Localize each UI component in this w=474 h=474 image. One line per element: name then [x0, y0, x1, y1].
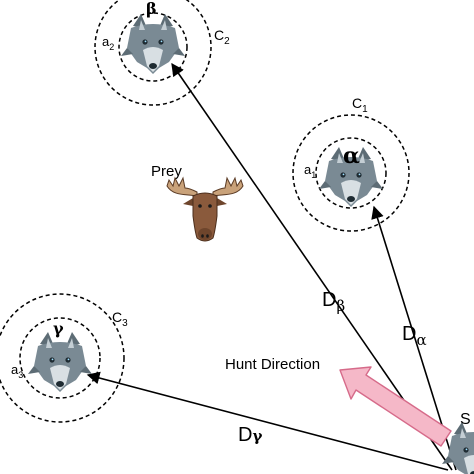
prey-group: Prey — [151, 163, 244, 242]
label-a3: a3 — [11, 362, 23, 380]
wolf-beta-group: β a2 C2 — [94, 0, 230, 106]
label-d-gamma: Dγ — [238, 424, 262, 446]
label-d-alpha: Dα — [402, 323, 427, 349]
label-c3: C3 — [112, 309, 128, 329]
gamma-symbol: γ — [53, 319, 64, 338]
circle-c3-outer — [0, 293, 125, 423]
line-d-gamma — [86, 371, 449, 471]
beta-symbol: β — [146, 0, 157, 18]
search-agent-label: S — [460, 411, 471, 428]
hunt-direction-arrow — [339, 366, 452, 447]
search-agent-group: S — [442, 411, 474, 474]
circle-a3-inner — [19, 317, 101, 399]
wolf-alpha-group: α a1 C1 — [292, 95, 410, 232]
circle-c1-outer — [292, 114, 410, 232]
circle-a1-inner — [315, 137, 387, 209]
label-c1: C1 — [352, 95, 368, 115]
wolf-gamma-icon — [28, 332, 92, 392]
label-a1: a1 — [304, 162, 316, 180]
circle-a2-inner — [118, 12, 188, 82]
label-d-beta: Dβ — [322, 289, 345, 315]
hunt-direction-label: Hunt Direction — [225, 356, 320, 373]
circle-c2-outer — [94, 0, 212, 106]
wolf-gamma-group: γ a3 C3 — [0, 293, 128, 423]
label-c2: C2 — [214, 27, 230, 47]
label-a2: a2 — [102, 34, 114, 52]
moose-icon — [166, 176, 244, 242]
alpha-symbol: α — [343, 143, 360, 169]
prey-label: Prey — [151, 163, 182, 180]
wolf-beta-icon — [121, 14, 185, 74]
